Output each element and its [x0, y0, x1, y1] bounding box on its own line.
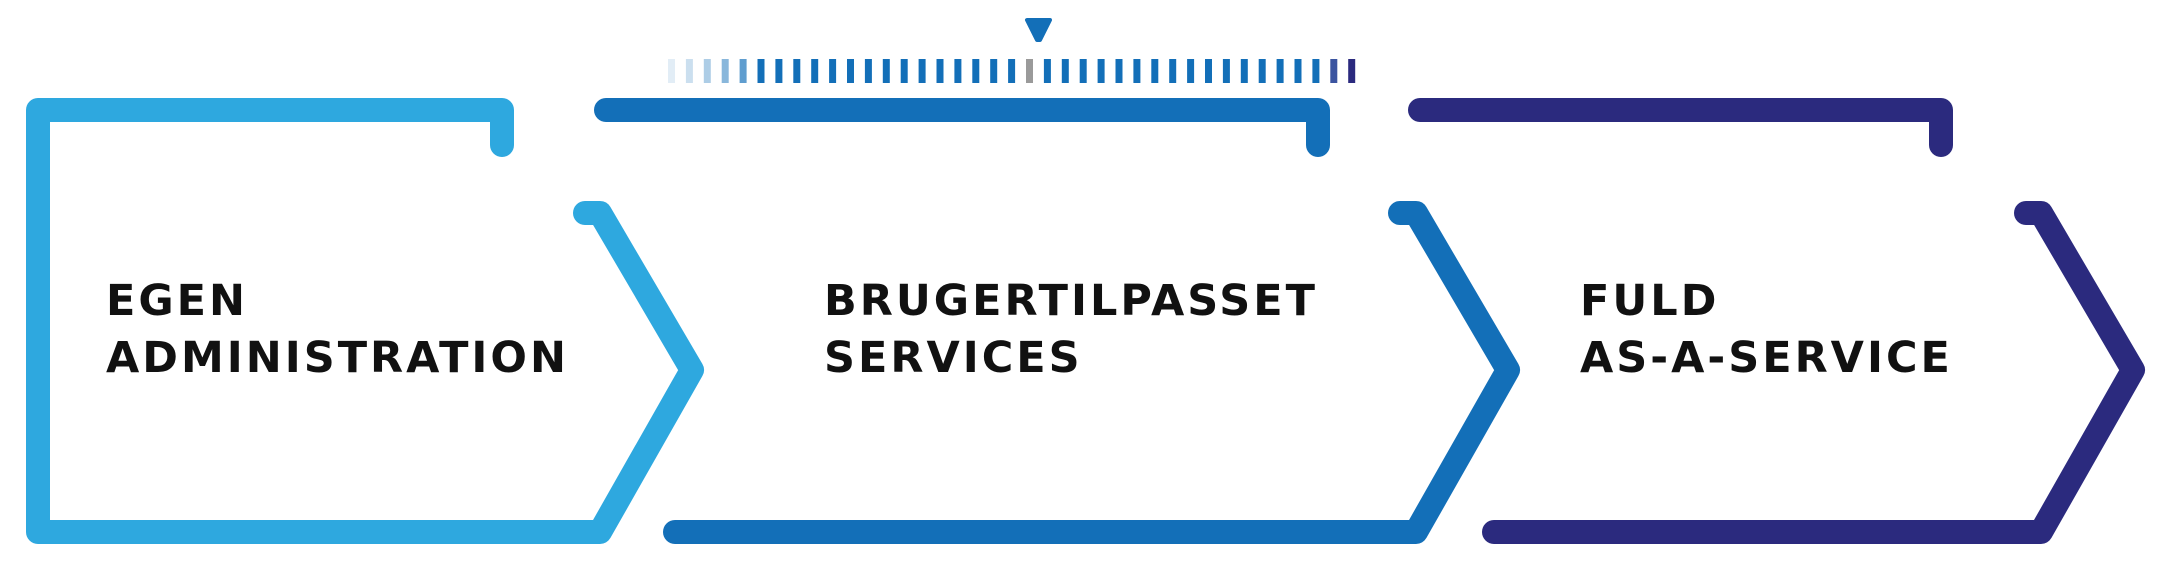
scale-tick	[1330, 59, 1338, 83]
scale-tick	[954, 59, 962, 83]
scale-tick	[900, 59, 908, 83]
scale-tick	[1169, 59, 1177, 83]
scale-tick	[990, 59, 998, 83]
stage-2-label-line-2: SERVICES	[824, 333, 1083, 383]
scale-tick	[1205, 59, 1212, 83]
scale-tick	[936, 59, 944, 83]
stage-2-chevron-outline	[594, 98, 1330, 157]
scale-tick	[1294, 59, 1302, 83]
scale-tick	[1115, 59, 1123, 83]
stage-3-label-line-1: FULD	[1580, 276, 1720, 326]
scale-tick	[864, 59, 872, 83]
scale-tick	[1133, 59, 1141, 83]
scale-tick	[757, 59, 765, 83]
scale-tick	[775, 59, 783, 83]
triangle-down-icon	[1025, 18, 1052, 42]
stage-2-label-line-1: BRUGERTILPASSET	[824, 276, 1318, 326]
stage-3-label: FULD AS-A-SERVICE	[1580, 273, 1953, 387]
scale-tick	[882, 59, 890, 83]
scale-tick	[1079, 59, 1087, 83]
scale-tick	[1222, 59, 1230, 83]
scale-tick	[811, 59, 819, 83]
scale-tick	[1240, 59, 1248, 83]
stage-1-label-line-2: ADMINISTRATION	[106, 333, 569, 383]
scale-tick	[1276, 59, 1284, 83]
scale-tick	[685, 59, 693, 83]
scale-tick	[1026, 59, 1033, 83]
scale-tick	[1008, 59, 1016, 83]
stage-1-chevron-outline	[26, 98, 704, 544]
scale-tick	[1151, 59, 1159, 83]
stage-3-bar-end	[1494, 520, 1507, 544]
scale-tick	[739, 59, 747, 83]
scale-tick	[1187, 59, 1195, 83]
scale-tick	[847, 59, 854, 83]
stage-2-bar-start	[606, 98, 620, 122]
scale-tick	[703, 59, 711, 83]
scale-tick	[918, 59, 926, 83]
stage-2-chevron-outline-lower	[663, 201, 1520, 544]
scale-tick	[668, 59, 675, 83]
stage-3-chevron-outline	[1408, 98, 1953, 157]
scale-tick	[1043, 59, 1051, 83]
scale-tick	[1097, 59, 1105, 83]
scale-tick	[793, 59, 801, 83]
scale-tick	[1061, 59, 1069, 83]
stage-2-bar-end	[675, 520, 688, 544]
scale-tick	[1312, 59, 1320, 83]
scale-tick	[829, 59, 837, 83]
stage-3-chevron-outline-lower	[1482, 201, 2145, 544]
stage-2-label: BRUGERTILPASSET SERVICES	[824, 273, 1318, 387]
stage-1-label-line-1: EGEN	[106, 276, 249, 326]
stage-1-label: EGEN ADMINISTRATION	[106, 273, 569, 387]
scale-tick	[1258, 59, 1266, 83]
scale-tick	[721, 59, 729, 83]
scale-tick	[972, 59, 980, 83]
stage-3-bar-start	[1420, 98, 1434, 122]
stage-3-label-line-2: AS-A-SERVICE	[1580, 333, 1953, 383]
scale-tick	[1348, 59, 1356, 83]
progress-scale	[668, 59, 1356, 83]
